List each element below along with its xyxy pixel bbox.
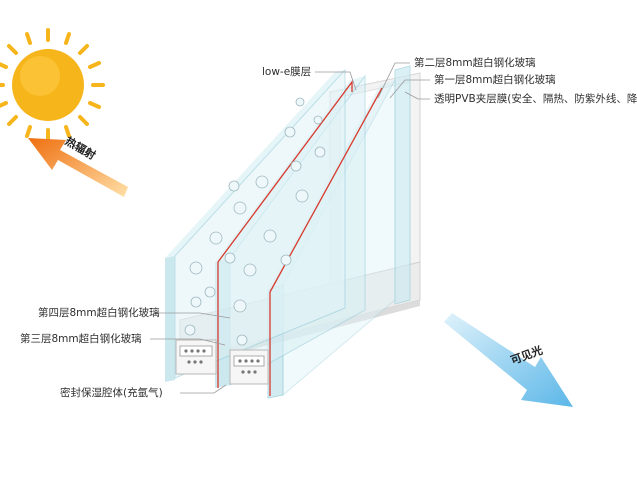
visible-light-arrow-icon bbox=[444, 313, 573, 407]
label-first-layer: 第一层8mm超白钢化玻璃 bbox=[434, 74, 556, 86]
spacer-left bbox=[175, 339, 217, 375]
sun-icon bbox=[0, 28, 105, 142]
glass-pane-first bbox=[394, 65, 411, 305]
label-pvb: 透明PVB夹层膜(安全、隔热、防紫外线、降噪) bbox=[434, 93, 637, 105]
label-fourth-layer: 第四层8mm超白钢化玻璃 bbox=[38, 307, 160, 319]
spacer-right bbox=[229, 349, 269, 385]
leader-lines bbox=[150, 62, 430, 394]
label-cavity: 密封保湿腔体(充氩气) bbox=[60, 387, 163, 399]
label-third-layer: 第三层8mm超白钢化玻璃 bbox=[20, 333, 142, 345]
glass-stamp-marks bbox=[184, 97, 326, 346]
heat-arrow-icon bbox=[28, 138, 128, 197]
label-low-e: low-e膜层 bbox=[262, 66, 312, 78]
label-second-layer: 第二层8mm超白钢化玻璃 bbox=[414, 57, 536, 69]
